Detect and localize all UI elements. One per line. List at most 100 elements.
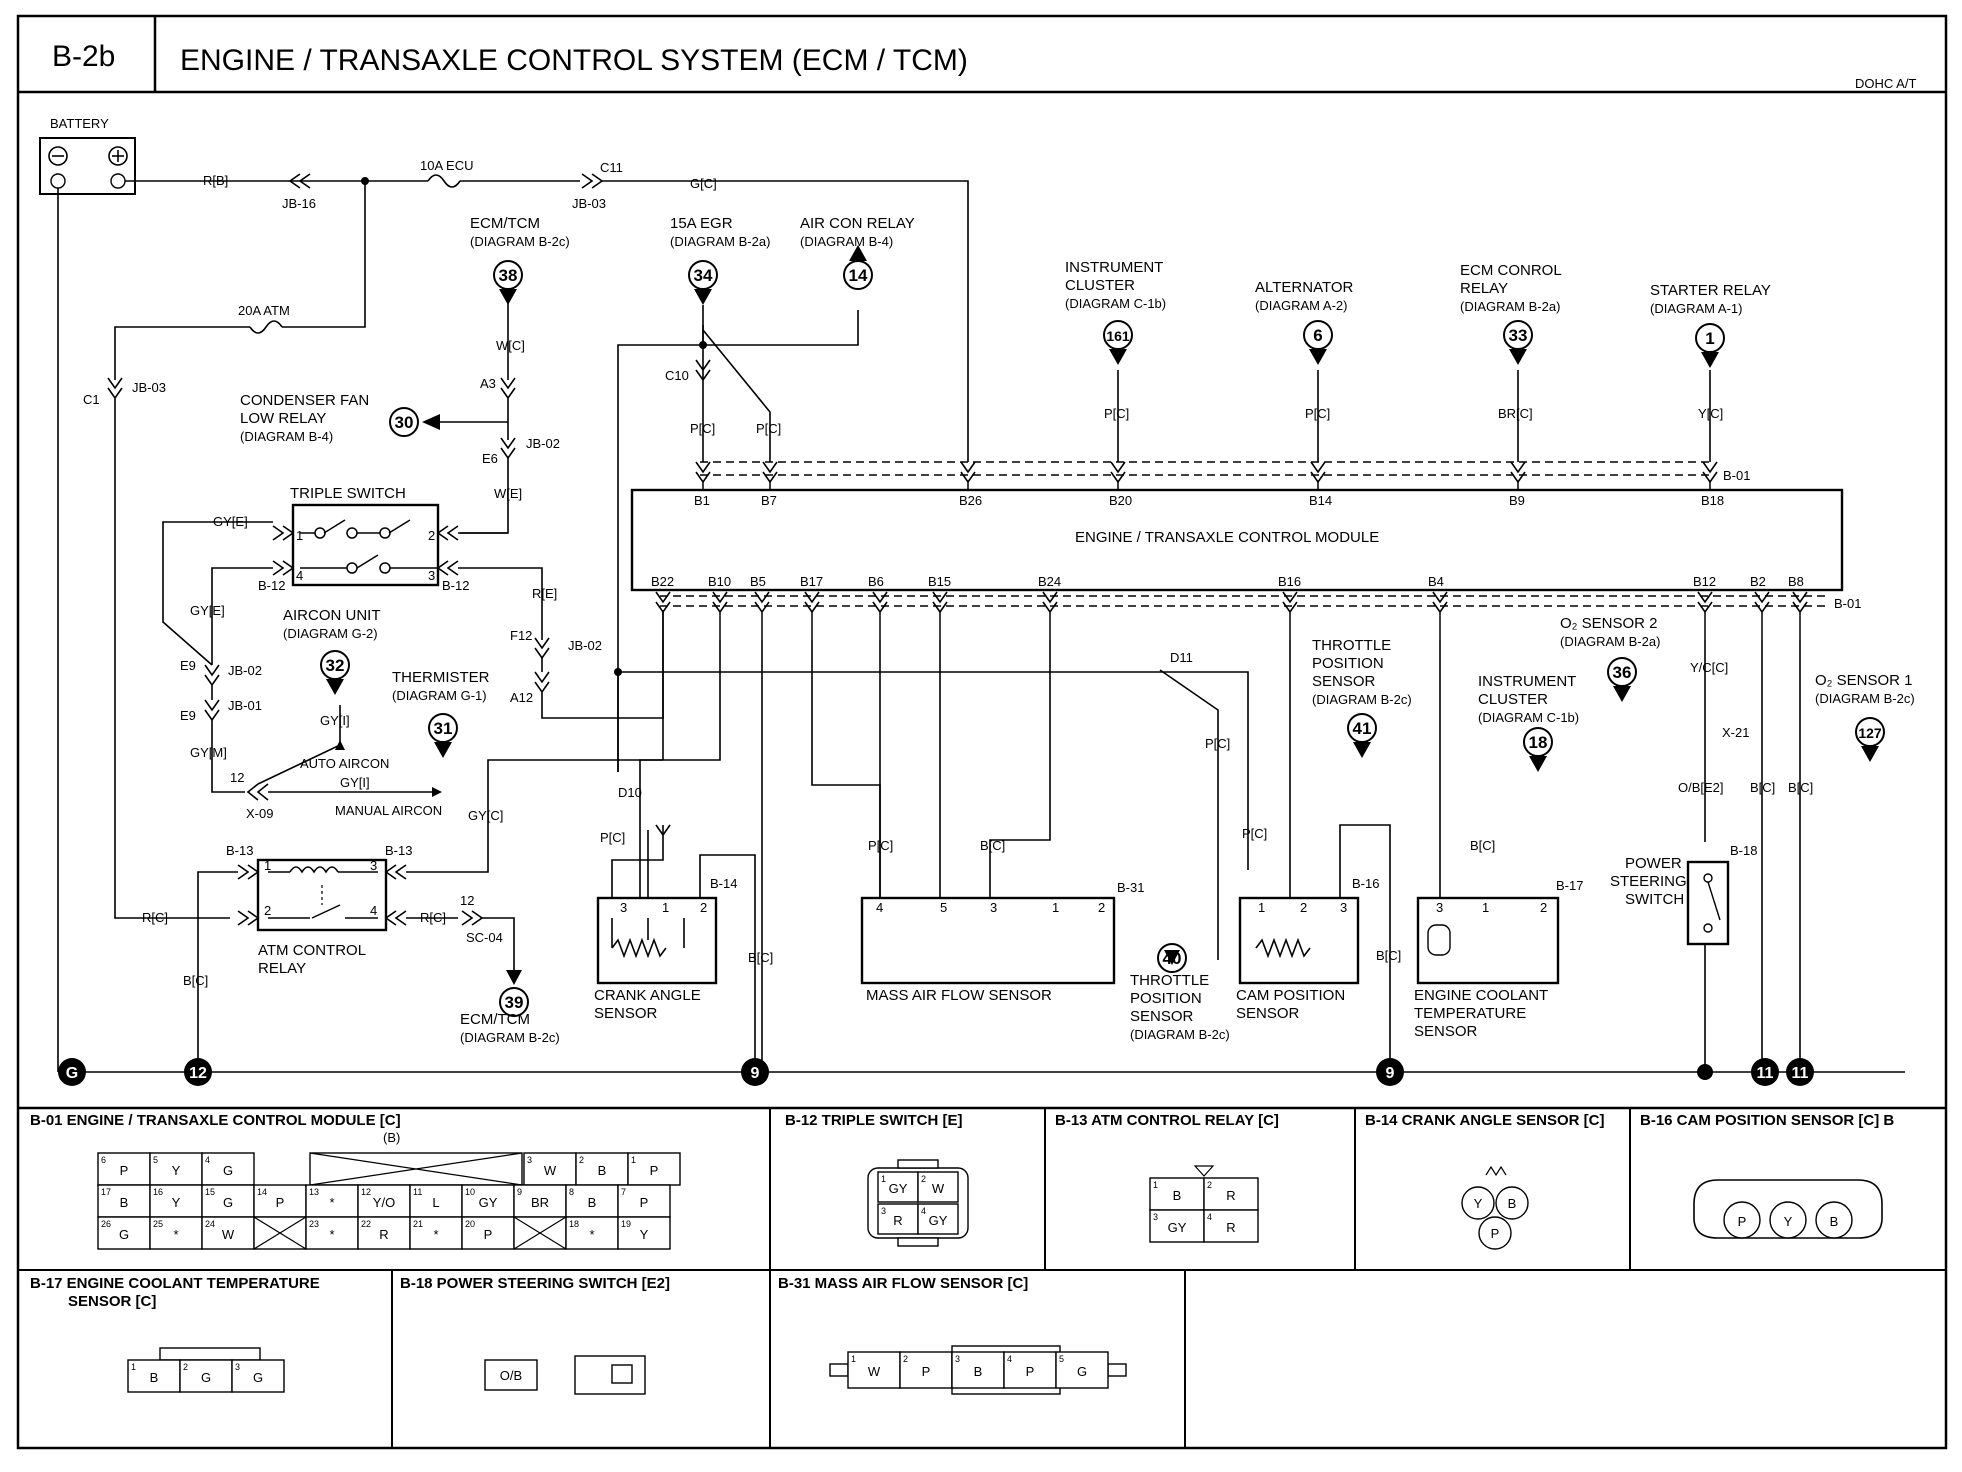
svg-text:B: B [974,1364,983,1379]
svg-text:O/B[E2]: O/B[E2] [1678,780,1724,795]
svg-text:A12: A12 [510,690,533,705]
svg-text:C11: C11 [600,160,623,175]
svg-text:5: 5 [153,1155,158,1165]
svg-text:Y: Y [172,1195,181,1210]
svg-text:GY[I]: GY[I] [320,713,350,728]
svg-text:B[C]: B[C] [1470,838,1495,853]
svg-text:B[C]: B[C] [1788,780,1813,795]
svg-text:POSITION: POSITION [1312,655,1384,672]
svg-text:ALTERNATOR: ALTERNATOR [1255,279,1354,296]
svg-text:2: 2 [428,528,435,543]
cam-position-sensor-label-1: CAM POSITION [1236,987,1345,1004]
svg-text:4: 4 [876,900,883,915]
svg-text:JB-02: JB-02 [526,436,560,451]
svg-text:2: 2 [700,900,707,915]
svg-text:STARTER RELAY: STARTER RELAY [1650,282,1771,299]
module-pin-b8: B8 [1788,574,1804,589]
svg-text:AIRCON UNIT: AIRCON UNIT [283,607,381,624]
svg-text:26: 26 [101,1219,111,1229]
crank-angle-sensor-label-2: SENSOR [594,1005,658,1022]
svg-text:W: W [222,1227,235,1242]
svg-text:1: 1 [264,858,271,873]
svg-text:GY[E]: GY[E] [213,514,248,529]
svg-text:B-14 CRANK ANGLE SENSOR [C]: B-14 CRANK ANGLE SENSOR [C] [1365,1112,1604,1129]
svg-text:SENSOR: SENSOR [1312,673,1376,690]
svg-text:2: 2 [183,1362,188,1372]
svg-text:G[C]: G[C] [690,176,717,191]
svg-text:18: 18 [1529,733,1548,752]
svg-text:Y: Y [1474,1196,1483,1211]
svg-text:BR[C]: BR[C] [1498,406,1533,421]
svg-text:3: 3 [428,568,435,583]
triple-switch-label: TRIPLE SWITCH [290,485,406,502]
svg-text:1: 1 [296,528,303,543]
svg-text:JB-01: JB-01 [228,698,262,713]
svg-text:GY: GY [889,1181,908,1196]
svg-text:B-18: B-18 [1730,843,1757,858]
svg-text:P[C]: P[C] [690,421,715,436]
svg-text:4: 4 [205,1155,210,1165]
svg-text:G: G [201,1370,211,1385]
svg-text:W: W [932,1181,945,1196]
svg-text:24: 24 [205,1219,215,1229]
svg-text:23: 23 [309,1219,319,1229]
svg-text:B[C]: B[C] [980,838,1005,853]
svg-text:RELAY: RELAY [1460,280,1508,297]
svg-text:161: 161 [1106,328,1130,344]
svg-text:20A ATM: 20A ATM [238,303,290,318]
svg-text:THROTTLE: THROTTLE [1130,972,1209,989]
svg-text:B: B [150,1370,159,1385]
svg-text:B-12: B-12 [258,578,285,593]
svg-text:2: 2 [264,903,271,918]
svg-text:12: 12 [460,893,474,908]
svg-text:21: 21 [413,1219,423,1229]
svg-text:38: 38 [499,266,518,285]
svg-text:R[B]: R[B] [203,173,228,188]
svg-text:A3: A3 [480,376,496,391]
svg-text:3: 3 [1153,1212,1158,1222]
svg-text:GY[M]: GY[M] [190,745,227,760]
svg-text:2: 2 [1207,1180,1212,1190]
svg-text:INSTRUMENT: INSTRUMENT [1065,259,1163,276]
atm-control-relay-label-2: RELAY [258,960,306,977]
svg-text:4: 4 [921,1206,926,1216]
power-steering-switch-label-1: POWER [1625,855,1682,872]
svg-text:(DIAGRAM B-2c): (DIAGRAM B-2c) [1312,692,1412,707]
svg-text:1: 1 [1052,900,1059,915]
svg-text:(DIAGRAM C-1b): (DIAGRAM C-1b) [1065,296,1166,311]
svg-text:LOW RELAY: LOW RELAY [240,410,326,427]
svg-text:3: 3 [1340,900,1347,915]
svg-text:P: P [1738,1214,1747,1229]
svg-text:R: R [1226,1220,1235,1235]
module-pin-b1: B1 [694,493,710,508]
svg-text:Y: Y [172,1163,181,1178]
svg-text:JB-03: JB-03 [572,196,606,211]
svg-text:34: 34 [694,266,713,285]
svg-text:B: B [588,1195,597,1210]
ground-9: 9 [1376,1058,1404,1086]
svg-text:THROTTLE: THROTTLE [1312,637,1391,654]
svg-text:P: P [1491,1226,1500,1241]
svg-text:*: * [433,1227,438,1242]
svg-text:2: 2 [579,1155,584,1165]
svg-text:G: G [1077,1364,1087,1379]
svg-text:R[E]: R[E] [532,586,557,601]
module-pin-b22: B22 [651,574,674,589]
svg-text:1: 1 [851,1354,856,1364]
svg-text:SENSOR [C]: SENSOR [C] [68,1293,156,1310]
svg-text:B-18 POWER STEERING SWITCH [E2: B-18 POWER STEERING SWITCH [E2] [400,1275,670,1292]
svg-text:Y/O: Y/O [373,1195,395,1210]
svg-text:12: 12 [189,1065,207,1082]
svg-text:20: 20 [465,1219,475,1229]
svg-text:Y: Y [1784,1214,1793,1229]
